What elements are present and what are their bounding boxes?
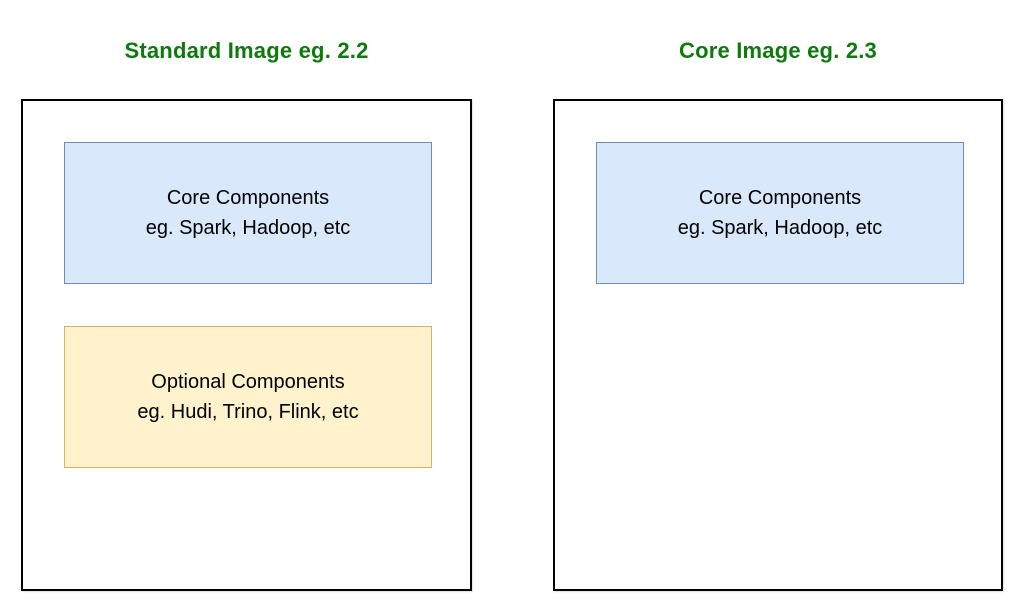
optional-components-examples: eg. Hudi, Trino, Flink, etc bbox=[137, 401, 359, 423]
standard-optional-components-box: Optional Components eg. Hudi, Trino, Fli… bbox=[64, 326, 432, 468]
core-components-examples: eg. Spark, Hadoop, etc bbox=[677, 217, 883, 239]
core-components-label: Core Components bbox=[166, 187, 330, 209]
standard-image-container-box: Core Components eg. Spark, Hadoop, etc O… bbox=[21, 99, 472, 591]
core-components-examples: eg. Spark, Hadoop, etc bbox=[145, 217, 351, 239]
core-components-label: Core Components bbox=[698, 187, 862, 209]
standard-image-title: Standard Image eg. 2.2 bbox=[124, 38, 369, 63]
core-image-container-box: Core Components eg. Spark, Hadoop, etc bbox=[553, 99, 1003, 591]
optional-components-label: Optional Components bbox=[151, 371, 345, 393]
core-image-title: Core Image eg. 2.3 bbox=[678, 38, 877, 63]
standard-core-components-box: Core Components eg. Spark, Hadoop, etc bbox=[64, 142, 432, 284]
core-core-components-box: Core Components eg. Spark, Hadoop, etc bbox=[596, 142, 964, 284]
